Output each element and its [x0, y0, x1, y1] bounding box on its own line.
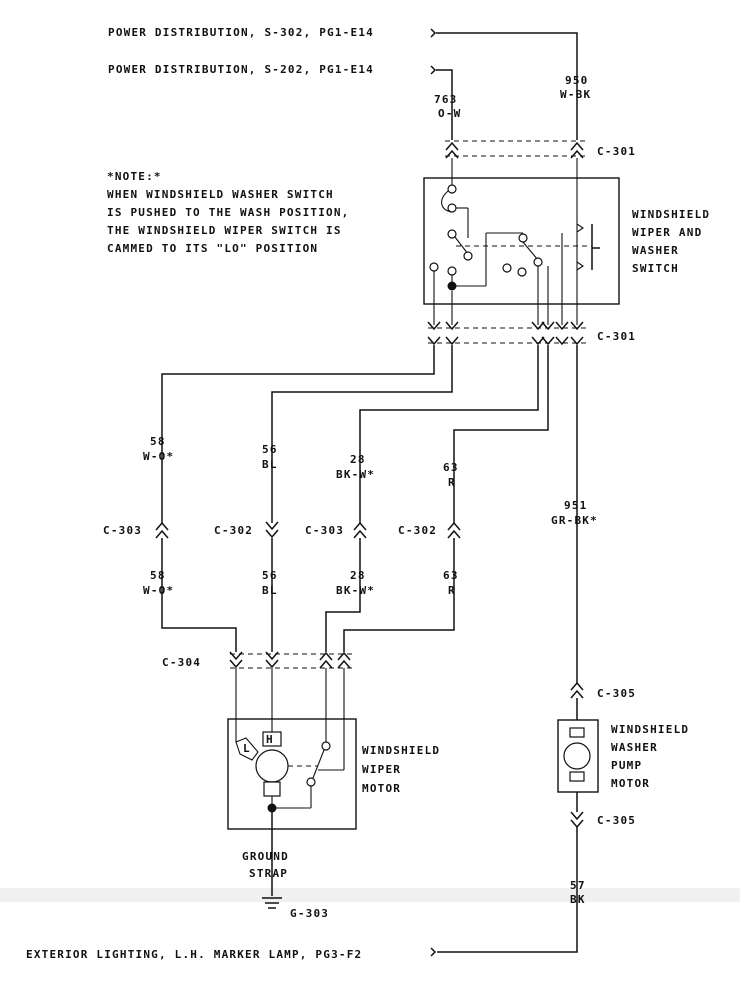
ground-symbol	[262, 897, 282, 909]
note-line-1: WHEN WINDSHIELD WASHER SWITCH	[107, 188, 334, 201]
wire-28-upper-color: BK-W*	[336, 468, 375, 481]
wiper-motor-internals	[235, 668, 345, 896]
wiper-motor-box	[227, 718, 357, 830]
wire-56-upper-color: BL	[262, 458, 278, 471]
wiper-motor-terminal-h: H	[266, 733, 274, 746]
wire-63-lower-color: R	[448, 584, 456, 597]
connector-c301-bottom	[427, 321, 586, 346]
wire-56-upper	[271, 345, 453, 523]
connector-c301-top-label: C-301	[597, 145, 636, 158]
note-line-3: THE WINDSHIELD WIPER SWITCH IS	[107, 224, 342, 237]
wiper-washer-switch-box	[423, 177, 620, 305]
ground-strap-label-1: GROUND	[242, 850, 289, 863]
wire-57-color: BK	[570, 893, 586, 906]
connector-c305-top	[570, 681, 584, 699]
wire-763-color: O-W	[438, 107, 461, 120]
power-feed-s302-label: POWER DISTRIBUTION, S-302, PG1-E14	[108, 26, 374, 39]
wire-28-lower	[325, 538, 361, 652]
connector-c301-bottom-label: C-301	[597, 330, 636, 343]
note-line-2: IS PUSHED TO THE WASH POSITION,	[107, 206, 350, 219]
connector-c303-a	[155, 521, 169, 539]
wire-950-feed	[436, 32, 578, 140]
connector-c304-label: C-304	[162, 656, 201, 669]
wire-56-lower-circuit: 56	[262, 569, 278, 582]
exterior-lighting-label: EXTERIOR LIGHTING, L.H. MARKER LAMP, PG3…	[26, 948, 362, 961]
connector-c302-b-label: C-302	[398, 524, 437, 537]
wire-950-circuit: 950	[565, 74, 588, 87]
connector-c301-top	[445, 140, 585, 159]
wire-763-feed	[436, 69, 453, 140]
pump-motor-internals	[563, 727, 591, 782]
connector-c302-a	[265, 521, 279, 539]
wire-763-circuit: 763	[434, 93, 457, 106]
wiper-motor-terminal-l: L	[243, 742, 251, 755]
note-line-4: CAMMED TO ITS "LO" POSITION	[107, 242, 318, 255]
switch-label-2: WIPER AND	[632, 226, 702, 239]
ground-strap-label-2: STRAP	[249, 867, 288, 880]
pump-motor-label-3: PUMP	[611, 759, 642, 772]
wire-58-upper	[161, 345, 435, 523]
connector-c303-b-label: C-303	[305, 524, 344, 537]
wire-950-color: W-BK	[560, 88, 591, 101]
note-title: *NOTE:*	[107, 170, 162, 183]
wire-63-lower	[343, 538, 455, 652]
wire-56-upper-circuit: 56	[262, 443, 278, 456]
pump-motor-label-2: WASHER	[611, 741, 658, 754]
pump-motor-label-1: WINDSHIELD	[611, 723, 689, 736]
wire-57	[437, 827, 578, 953]
wire-56-lower-color: BL	[262, 584, 278, 597]
wire-951-circuit: 951	[564, 499, 587, 512]
wire-58-lower-circuit: 58	[150, 569, 166, 582]
switch-label-3: WASHER	[632, 244, 679, 257]
wiper-motor-label-1: WINDSHIELD	[362, 744, 440, 757]
wire-63-lower-circuit: 63	[443, 569, 459, 582]
wire-28-lower-circuit: 28	[350, 569, 366, 582]
wire-58-upper-color: W-O*	[143, 450, 174, 463]
wiper-motor-label-3: MOTOR	[362, 782, 401, 795]
connector-c302-b	[447, 521, 461, 539]
wire-28-lower-color: BK-W*	[336, 584, 375, 597]
wire-951-color: GR-BK*	[551, 514, 598, 527]
wire-28-upper	[359, 345, 539, 523]
wire-57-circuit: 57	[570, 879, 586, 892]
wiper-washer-switch-internals	[429, 158, 600, 325]
pump-motor-label-4: MOTOR	[611, 777, 650, 790]
connector-c304	[229, 651, 352, 669]
connector-c305-top-label: C-305	[597, 687, 636, 700]
connector-c303-b	[353, 521, 367, 539]
connector-c302-a-label: C-302	[214, 524, 253, 537]
wire-63-upper-circuit: 63	[443, 461, 459, 474]
wire-58-lower-color: W-O*	[143, 584, 174, 597]
wiper-motor-label-2: WIPER	[362, 763, 401, 776]
exterior-lighting-arrow	[430, 947, 437, 957]
connector-c305-bottom-label: C-305	[597, 814, 636, 827]
pump-motor-box	[557, 719, 599, 793]
wire-28-upper-circuit: 28	[350, 453, 366, 466]
power-feed-arrows	[430, 28, 437, 75]
scan-smudge	[0, 888, 740, 902]
connector-c305-bottom	[570, 811, 584, 829]
wire-63-upper	[453, 345, 549, 523]
ground-id-label: G-303	[290, 907, 329, 920]
wire-58-lower	[161, 538, 237, 652]
wire-63-upper-color: R	[448, 476, 456, 489]
connector-c303-a-label: C-303	[103, 524, 142, 537]
wire-58-upper-circuit: 58	[150, 435, 166, 448]
power-feed-s202-label: POWER DISTRIBUTION, S-202, PG1-E14	[108, 63, 374, 76]
switch-label-4: SWITCH	[632, 262, 679, 275]
switch-label-1: WINDSHIELD	[632, 208, 710, 221]
